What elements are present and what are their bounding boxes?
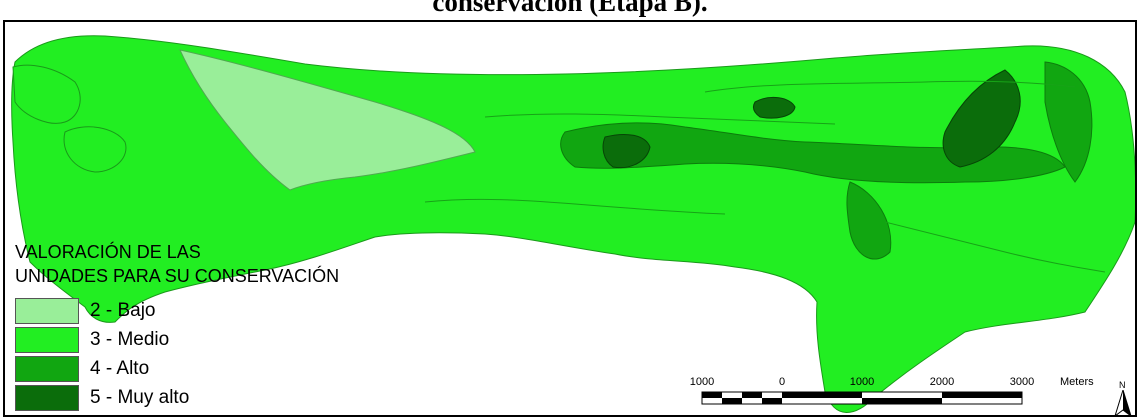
scale-tick-label: 1000 (689, 376, 715, 388)
scale-bar: 1000 0 1000 2000 3000 Meters (675, 374, 1115, 415)
legend-label: 4 - Alto (90, 358, 150, 379)
land-unit-alto (846, 181, 892, 260)
legend-swatch (15, 385, 79, 411)
contour-line (884, 221, 1106, 273)
land-unit-muy-alto (752, 96, 796, 119)
land-unit-muy-alto (942, 69, 1021, 168)
north-arrow: N (1113, 380, 1133, 415)
contour-line (424, 198, 726, 215)
map-frame: VALORACIÓN DE LAS UNIDADES PARA SU CONSE… (3, 20, 1137, 417)
scale-tick-label: 2000 (929, 376, 955, 388)
legend-item-alto: 4 - Alto (15, 356, 275, 384)
legend-title-line1: VALORACIÓN DE LAS (15, 242, 201, 262)
legend-label: 5 - Muy alto (90, 387, 190, 408)
legend-item-muy-alto: 5 - Muy alto (15, 385, 275, 413)
contour-line (484, 113, 836, 125)
land-unit-medio (63, 126, 127, 173)
map-title: conservación (Etapa B). (432, 0, 708, 17)
land-unit-bajo (179, 49, 476, 191)
scale-unit-label: Meters (1060, 376, 1094, 388)
scale-bar-graphic (701, 391, 1023, 405)
legend-swatch (15, 356, 79, 382)
land-unit-alto (560, 122, 1066, 184)
scale-tick-label: 3000 (1009, 376, 1035, 388)
legend-swatch (15, 327, 79, 353)
legend-swatch (15, 298, 79, 324)
scale-tick-label: 1000 (849, 376, 875, 388)
contour-line (704, 80, 1076, 93)
map-legend: VALORACIÓN DE LAS UNIDADES PARA SU CONSE… (15, 240, 415, 411)
legend-item-medio: 3 - Medio (15, 327, 275, 355)
land-unit-medio (12, 64, 81, 124)
north-arrow-label: N (1119, 380, 1126, 390)
land-unit-muy-alto (602, 134, 651, 169)
legend-label: 2 - Bajo (90, 300, 156, 321)
legend-title-line2: UNIDADES PARA SU CONSERVACIÓN (15, 266, 340, 286)
north-arrow-icon (1114, 390, 1132, 415)
map-canvas (11, 35, 1135, 413)
scale-tick-label: 0 (778, 376, 786, 388)
legend-item-bajo: 2 - Bajo (15, 298, 275, 326)
legend-label: 3 - Medio (90, 329, 170, 350)
land-unit-alto (1044, 61, 1093, 183)
